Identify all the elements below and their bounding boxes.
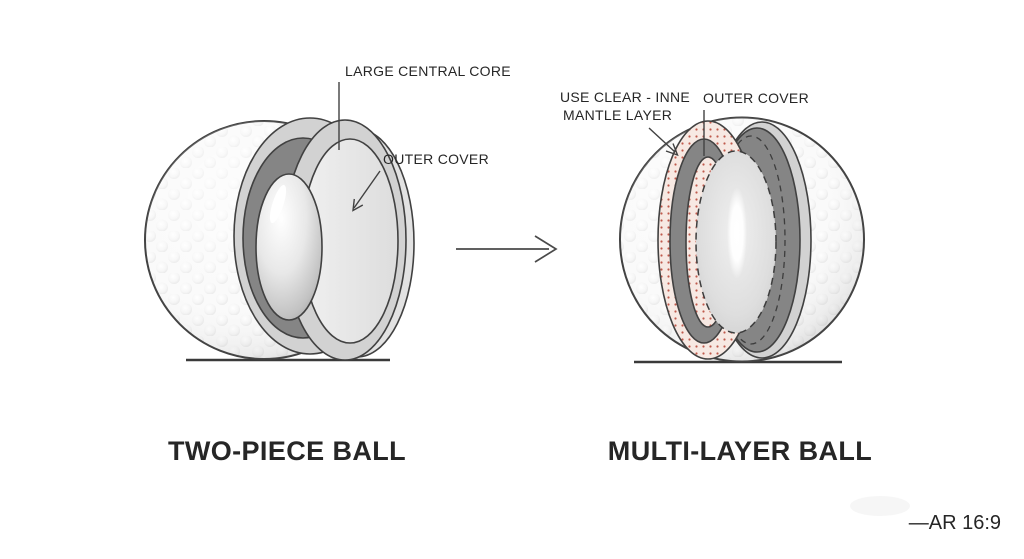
callout-mantle-layer: USE CLEAR - INNE MANTLE LAYER <box>560 89 690 157</box>
label-outer-cover-right: OUTER COVER <box>703 90 809 106</box>
label-large-central-core: LARGE CENTRAL CORE <box>345 63 511 79</box>
core-highlight-right <box>727 187 747 279</box>
callout-outer-cover-left: OUTER COVER <box>352 151 489 212</box>
callout-large-central-core: LARGE CENTRAL CORE <box>338 63 511 150</box>
hidden-seam-dashed <box>716 135 786 345</box>
arrowhead-mantle <box>665 143 679 157</box>
arrow-head <box>534 235 558 263</box>
leader-line-mantle <box>648 127 676 153</box>
two-piece-ball-illustration: LARGE CENTRAL CORE OUTER COVER TWO-PIECE… <box>144 63 511 466</box>
leader-line-cover-left <box>353 170 381 209</box>
transition-arrow-icon <box>456 235 558 263</box>
label-mantle-line2: MANTLE LAYER <box>563 107 672 123</box>
core-highlight <box>269 184 287 224</box>
multi-layer-ball-illustration: USE CLEAR - INNE MANTLE LAYER OUTER COVE… <box>560 89 872 466</box>
label-outer-cover-left: OUTER COVER <box>383 151 489 167</box>
callout-outer-cover-right: OUTER COVER <box>703 90 809 156</box>
label-mantle-line1: USE CLEAR - INNE <box>560 89 690 105</box>
title-two-piece-ball: TWO-PIECE BALL <box>168 436 406 466</box>
central-core-sphere <box>255 173 323 321</box>
arrowhead-cover-left <box>352 198 364 212</box>
watermark-smudge <box>850 496 910 516</box>
title-multi-layer-ball: MULTI-LAYER BALL <box>608 436 872 466</box>
aspect-ratio-note: —AR 16:9 <box>909 512 1001 534</box>
